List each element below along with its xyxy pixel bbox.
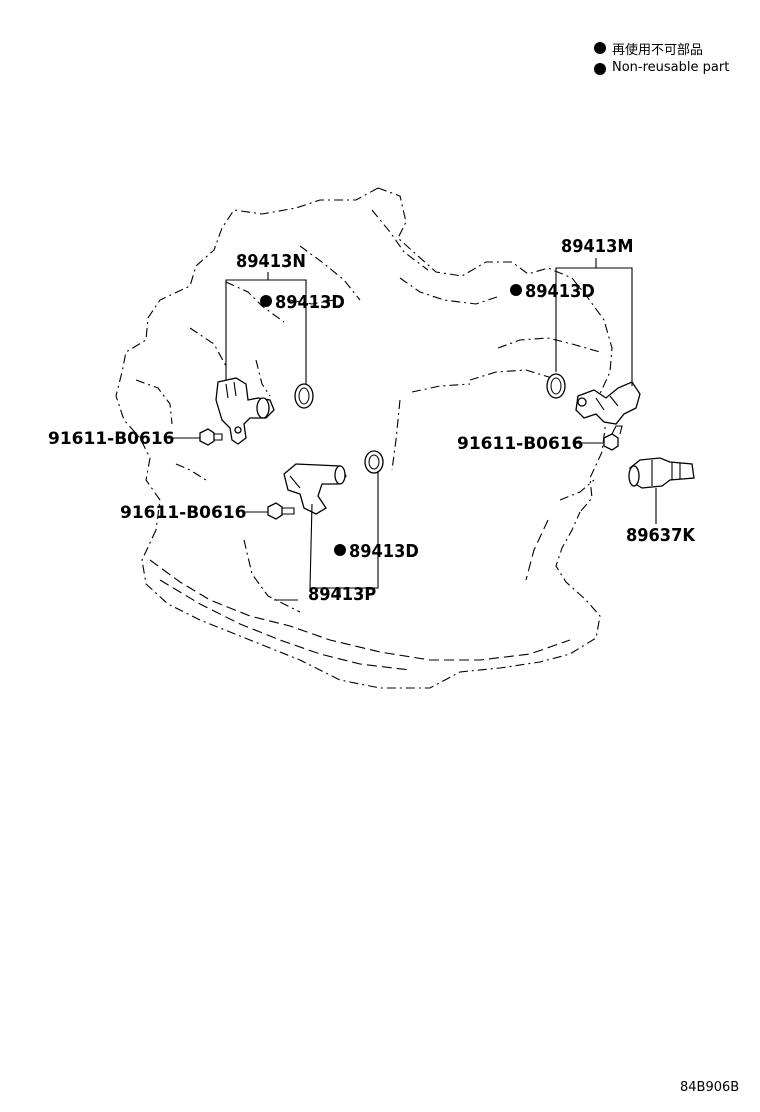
label-89413d-right: 89413D (525, 281, 595, 302)
o-ring-left (294, 383, 314, 409)
bolt-mid-icon (267, 502, 295, 520)
non-reusable-dot-icon (594, 42, 606, 54)
label-91611-mid: 91611-B0616 (120, 503, 246, 523)
label-89413m: 89413M (561, 236, 633, 257)
sensor-89413m (575, 381, 641, 425)
sensor-89413p (283, 463, 347, 515)
label-91611-right: 91611-B0616 (457, 434, 583, 454)
diagram-code: 84B906B (680, 1080, 739, 1095)
non-reusable-dot-icon (594, 63, 606, 75)
sensor-89413n (215, 377, 275, 445)
legend-non-reusable-jp: 再使用不可部品 (612, 43, 704, 58)
label-91611-left: 91611-B0616 (48, 429, 174, 449)
non-reusable-dot-icon (260, 295, 272, 307)
label-89413n: 89413N (236, 251, 306, 272)
label-89637k: 89637K (626, 525, 696, 546)
o-ring-right (546, 373, 566, 399)
leader-lines (168, 258, 657, 601)
bolt-right-icon (603, 425, 623, 451)
legend-non-reusable-en: Non-reusable part (612, 60, 730, 75)
bolt-left-icon (199, 428, 223, 446)
label-89413d-left: 89413D (275, 292, 345, 313)
label-89413p: 89413P (308, 584, 376, 605)
non-reusable-dot-icon (510, 284, 522, 296)
sensor-89637k (628, 457, 695, 489)
housing-outline (115, 187, 613, 689)
non-reusable-dot-icon (334, 544, 346, 556)
o-ring-middle (364, 450, 384, 474)
label-89413d-bottom: 89413D (349, 541, 419, 562)
